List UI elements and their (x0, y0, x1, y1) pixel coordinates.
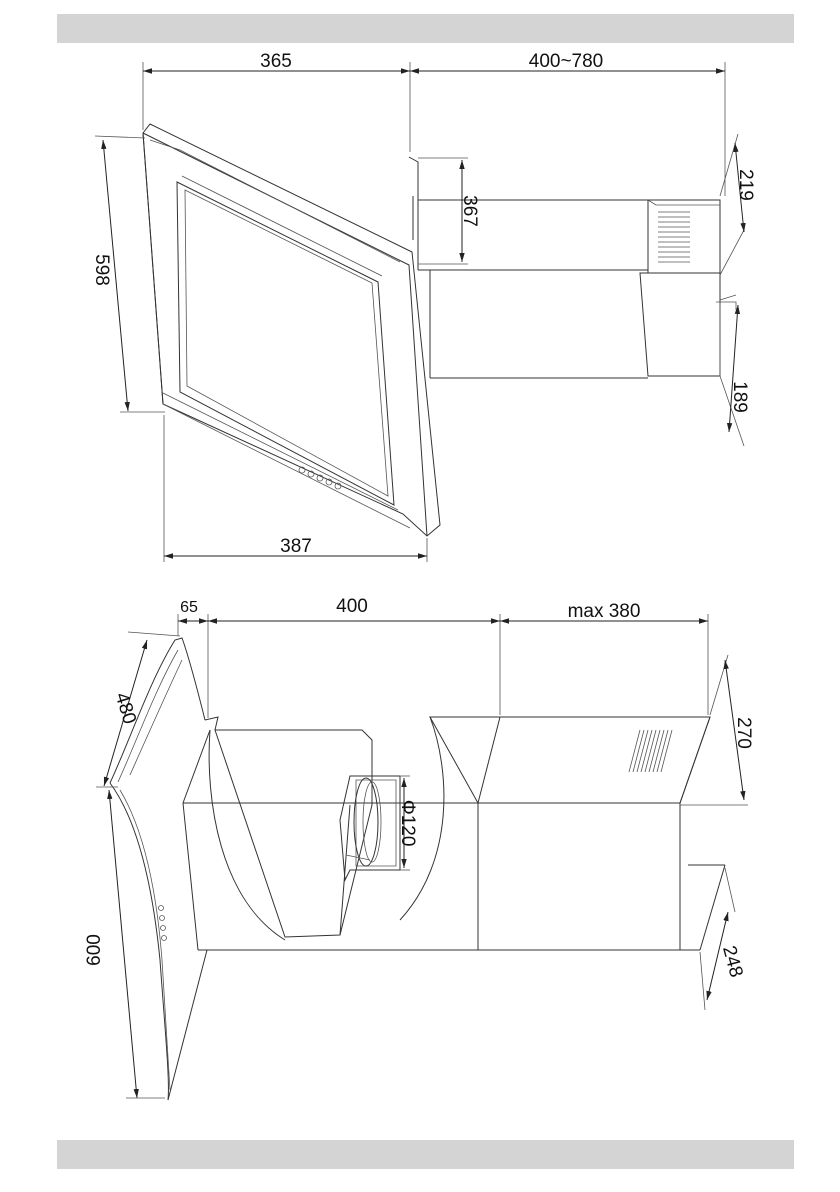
dim-367: 367 (459, 195, 480, 227)
bottom-view-labels: 65 400 max 380 480 600 270 Φ120 248 (84, 596, 754, 980)
dim-400: 400 (336, 596, 368, 617)
top-view (95, 62, 744, 562)
chimney (409, 157, 736, 378)
dim-270: 270 (733, 717, 754, 749)
control-buttons (299, 467, 341, 489)
dim-600: 600 (84, 934, 105, 966)
dim-max-380: max 380 (568, 601, 641, 622)
bottom-view (96, 614, 748, 1100)
dim-387: 387 (280, 536, 312, 557)
dim-480: 480 (111, 690, 140, 726)
glass-panel (177, 182, 394, 505)
dim-phi-120: Φ120 (397, 800, 418, 847)
vent-grille (658, 212, 690, 262)
dim-400-780: 400~780 (529, 51, 604, 72)
vent-grille (629, 730, 672, 772)
dim-219: 219 (735, 169, 756, 201)
hood-outline (143, 124, 440, 536)
dim-248: 248 (718, 944, 746, 980)
dim-189: 189 (729, 381, 750, 413)
dim-598: 598 (91, 254, 112, 286)
dim-65: 65 (180, 599, 198, 616)
hood-front-edge (143, 133, 427, 536)
dim-365: 365 (260, 51, 292, 72)
chimney-box (430, 717, 725, 950)
